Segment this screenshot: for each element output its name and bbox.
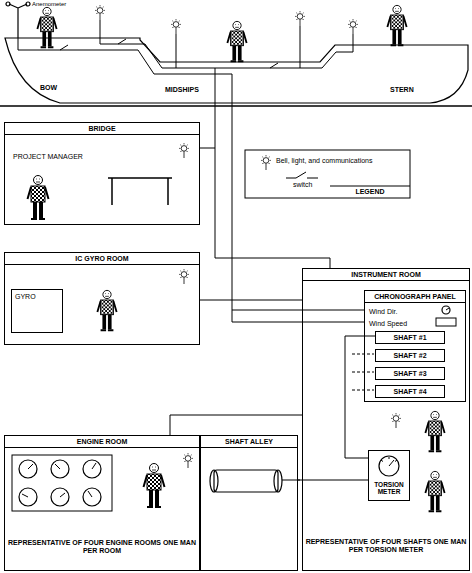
room-title: CHRONOGRAPH PANEL bbox=[365, 291, 465, 303]
part-label: Anemometer bbox=[32, 1, 66, 8]
room-box: ENGINE ROOM REPRESENTATIVE OF FOUR ENGINE… bbox=[4, 435, 200, 571]
node-text: Wind Dir. bbox=[369, 308, 429, 316]
node-text: REPRESENTATIVE OF FOUR SHAFTS ONE MAN PE… bbox=[305, 538, 467, 554]
legend-text: switch bbox=[293, 181, 312, 189]
room-title: INSTRUMENT ROOM bbox=[303, 269, 469, 281]
meter-box: TORSION METER bbox=[368, 450, 410, 501]
shaft-box: SHAFT #1 bbox=[375, 331, 445, 344]
room-box: INSTRUMENT ROOM REPRESENTATIVE OF FOUR SH… bbox=[302, 268, 470, 571]
wire-connector bbox=[200, 148, 330, 268]
ship-section-label: BOW bbox=[40, 84, 57, 92]
room-title: BRIDGE bbox=[5, 123, 199, 135]
ship-section-label: MIDSHIPS bbox=[165, 86, 199, 94]
node-text: REPRESENTATIVE OF FOUR ENGINE ROOMS ONE … bbox=[7, 539, 197, 555]
node-text: Wind Speed bbox=[369, 320, 429, 328]
node-text: TORSION METER bbox=[370, 481, 408, 496]
shaft-box: SHAFT #2 bbox=[375, 349, 445, 362]
room-title: IC GYRO ROOM bbox=[5, 253, 199, 265]
room-box: BRIDGE PROJECT MANAGER bbox=[4, 122, 200, 225]
panel-box: CHRONOGRAPH PANEL Wind Dir. Wind SpeedSHAF… bbox=[364, 290, 466, 402]
wire-connector bbox=[170, 415, 302, 435]
shaft-box: SHAFT #3 bbox=[375, 367, 445, 380]
node-text: PROJECT MANAGER bbox=[13, 153, 133, 161]
node-text: GYRO bbox=[15, 293, 59, 301]
node-text: SHAFT #1 bbox=[376, 334, 444, 342]
legend-text: Bell, light, and communications bbox=[276, 157, 406, 165]
room-title: SHAFT ALLEY bbox=[201, 436, 297, 448]
node-text: SHAFT #4 bbox=[376, 388, 444, 396]
node-text: SHAFT #3 bbox=[376, 370, 444, 378]
shaft-box: SHAFT #4 bbox=[375, 385, 445, 398]
wire-connector bbox=[345, 336, 375, 458]
ship-section-label: STERN bbox=[390, 86, 414, 94]
room-box: IC GYRO ROOM GYRO bbox=[4, 252, 200, 345]
wire-connector bbox=[200, 300, 302, 301]
room-title: ENGINE ROOM bbox=[5, 436, 199, 448]
node-text: SHAFT #2 bbox=[376, 352, 444, 360]
legend-title: LEGEND bbox=[330, 188, 410, 196]
wire-connector bbox=[298, 480, 368, 481]
room-box: SHAFT ALLEY bbox=[200, 435, 298, 571]
equipment-box: GYRO bbox=[11, 289, 63, 333]
